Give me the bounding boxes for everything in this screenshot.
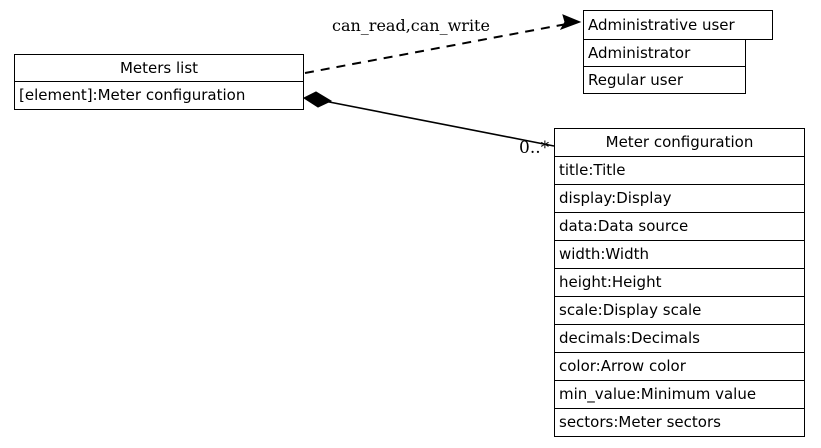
class-attribute-row: height:Height xyxy=(554,268,805,297)
class-box-meters-list[interactable]: Meters list [element]:Meter configuratio… xyxy=(14,54,304,110)
class-attribute-row: display:Display xyxy=(554,184,805,213)
class-attribute-row: Administrator xyxy=(583,39,746,67)
class-box-meter-configuration[interactable]: Meter configuration title:Title display:… xyxy=(554,128,805,437)
class-title-administrative-user: Administrative user xyxy=(583,10,773,40)
filled-diamond-icon xyxy=(302,91,333,108)
class-attribute-row: color:Arrow color xyxy=(554,352,805,381)
class-attribute-row: sectors:Meter sectors xyxy=(554,408,805,437)
class-attribute-row: title:Title xyxy=(554,156,805,185)
edge-label-permissions: can_read,can_write xyxy=(332,16,490,35)
class-attribute-row: data:Data source xyxy=(554,212,805,241)
class-title-meter-configuration: Meter configuration xyxy=(554,128,805,157)
class-box-administrative-user[interactable]: Administrative user Administrator Regula… xyxy=(583,10,773,94)
class-attribute-row: decimals:Decimals xyxy=(554,324,805,353)
open-arrowhead-icon xyxy=(559,14,582,30)
class-title-meters-list: Meters list xyxy=(14,54,304,82)
class-attribute-row: Regular user xyxy=(583,66,746,94)
composition-edge xyxy=(302,91,555,147)
class-attribute-row: scale:Display scale xyxy=(554,296,805,325)
class-attribute-row: min_value:Minimum value xyxy=(554,380,805,409)
class-attribute-row: width:Width xyxy=(554,240,805,269)
class-attribute-row: [element]:Meter configuration xyxy=(14,81,304,110)
edge-label-multiplicity: 0..* xyxy=(519,138,550,158)
